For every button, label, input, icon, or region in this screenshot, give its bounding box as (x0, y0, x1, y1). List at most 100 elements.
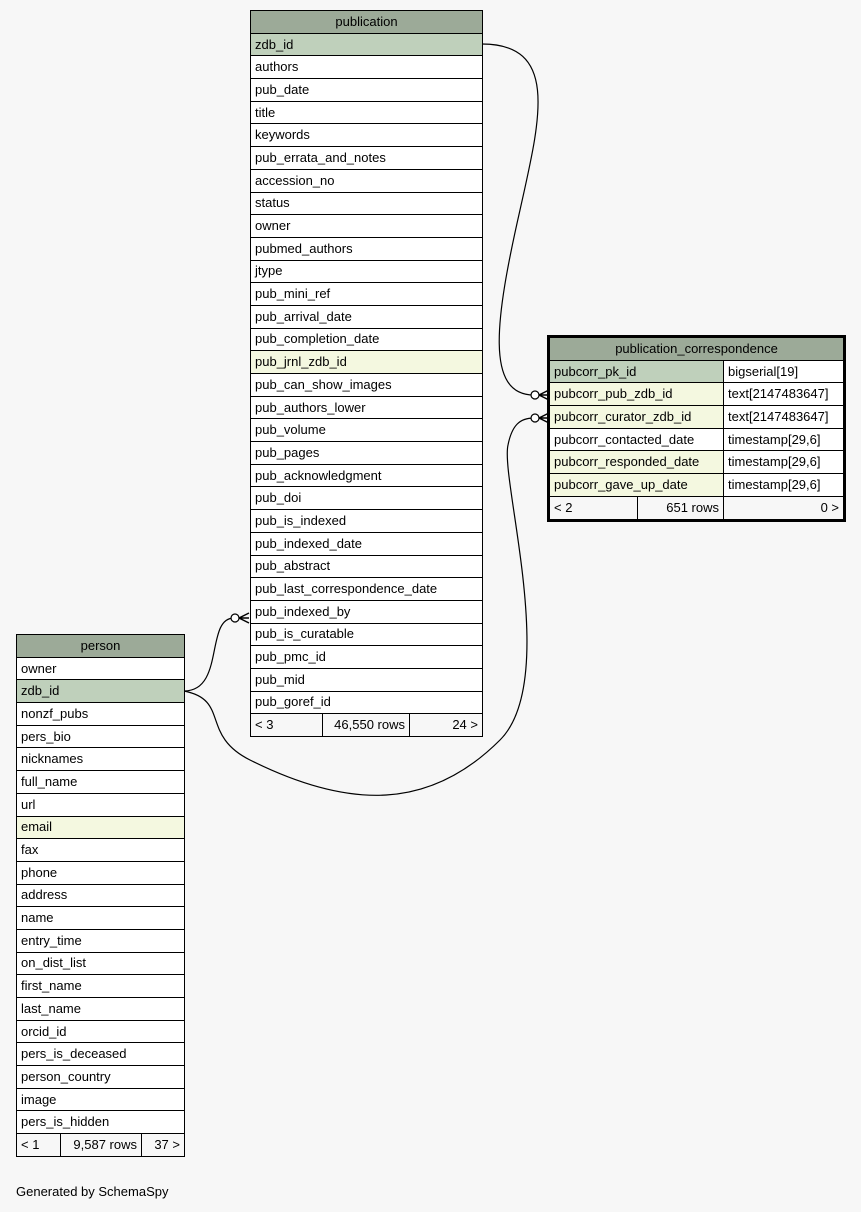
column-name: pubcorr_responded_date (549, 450, 724, 475)
column-name: pers_is_hidden (16, 1110, 185, 1135)
zero-or-many-marker-icon (530, 390, 540, 400)
column-row[interactable]: accession_no (250, 168, 483, 193)
column-row[interactable]: pub_acknowledgment (250, 463, 483, 488)
column-row[interactable]: orcid_id (16, 1019, 185, 1044)
column-row[interactable]: pers_is_deceased (16, 1042, 185, 1067)
row-count: 9,587 rows (60, 1133, 142, 1157)
column-row[interactable]: zdb_id (16, 679, 185, 704)
zero-or-many-marker-icon (230, 613, 240, 623)
column-row[interactable]: pub_mid (250, 667, 483, 692)
column-name: entry_time (16, 928, 185, 953)
column-name: pubcorr_gave_up_date (549, 473, 724, 497)
column-name: pub_date (250, 78, 483, 102)
column-row[interactable]: full_name (16, 770, 185, 794)
column-row[interactable]: pub_doi (250, 486, 483, 511)
parents-count[interactable]: < 2 (549, 495, 638, 520)
column-name: pub_is_indexed (250, 509, 483, 533)
column-row[interactable]: owner (16, 656, 185, 681)
column-row[interactable]: authors (250, 55, 483, 80)
children-count[interactable]: 24 > (409, 713, 483, 737)
column-name: pub_completion_date (250, 327, 483, 352)
column-row[interactable]: jtype (250, 259, 483, 284)
column-row[interactable]: pub_volume (250, 418, 483, 443)
column-name: pubmed_authors (250, 236, 483, 261)
column-row[interactable]: last_name (16, 997, 185, 1021)
column-row[interactable]: pub_pages (250, 441, 483, 465)
column-row[interactable]: pub_can_show_images (250, 373, 483, 397)
column-name: pub_can_show_images (250, 373, 483, 397)
column-row[interactable]: pers_bio (16, 724, 185, 749)
column-row[interactable]: pub_arrival_date (250, 304, 483, 329)
children-count[interactable]: 37 > (141, 1133, 185, 1157)
table-header-row: person (16, 634, 185, 658)
column-row[interactable]: first_name (16, 974, 185, 998)
column-name: full_name (16, 770, 185, 794)
column-row[interactable]: pub_is_curatable (250, 622, 483, 647)
parents-count[interactable]: < 1 (16, 1133, 61, 1157)
column-row[interactable]: pub_indexed_by (250, 599, 483, 624)
column-type: text[2147483647] (722, 405, 845, 429)
table-title[interactable]: publication (250, 10, 483, 34)
column-name: owner (16, 656, 185, 681)
column-name: person_country (16, 1065, 185, 1089)
column-row[interactable]: phone (16, 860, 185, 885)
column-row[interactable]: pub_goref_id (250, 690, 483, 715)
column-row[interactable]: pub_authors_lower (250, 395, 483, 420)
column-row[interactable]: pub_completion_date (250, 327, 483, 352)
column-row[interactable]: nicknames (16, 747, 185, 772)
column-row[interactable]: owner (250, 214, 483, 238)
column-row[interactable]: pub_mini_ref (250, 282, 483, 306)
column-row[interactable]: status (250, 191, 483, 216)
column-name: orcid_id (16, 1019, 185, 1044)
column-name: pubcorr_pk_id (549, 359, 724, 384)
column-row[interactable]: address (16, 883, 185, 908)
column-name: status (250, 191, 483, 216)
table-title[interactable]: person (16, 634, 185, 658)
column-row[interactable]: pub_date (250, 78, 483, 102)
column-row[interactable]: fax (16, 838, 185, 862)
column-name: accession_no (250, 168, 483, 193)
column-name: pers_is_deceased (16, 1042, 185, 1067)
table-title[interactable]: publication_correspondence (548, 337, 845, 361)
column-name: fax (16, 838, 185, 862)
column-row[interactable]: image (16, 1087, 185, 1112)
children-count[interactable]: 0 > (722, 495, 845, 520)
column-row[interactable]: keywords (250, 123, 483, 148)
column-row[interactable]: pubmed_authors (250, 236, 483, 261)
column-row[interactable]: pub_errata_and_notes (250, 146, 483, 170)
column-row[interactable]: pub_is_indexed (250, 509, 483, 533)
column-row[interactable]: on_dist_list (16, 951, 185, 976)
column-row[interactable]: nonzf_pubs (16, 702, 185, 726)
column-row[interactable]: url (16, 792, 185, 817)
column-name: zdb_id (16, 679, 185, 704)
column-name: jtype (250, 259, 483, 284)
column-row[interactable]: pers_is_hidden (16, 1110, 185, 1135)
column-name: name (16, 906, 185, 930)
column-row[interactable]: pub_indexed_date (250, 531, 483, 556)
column-row[interactable]: pub_pmc_id (250, 645, 483, 669)
column-row[interactable]: email (16, 815, 185, 840)
column-name: pub_pmc_id (250, 645, 483, 669)
column-row[interactable]: zdb_id (250, 32, 483, 57)
row-count: 46,550 rows (322, 713, 410, 737)
parents-count[interactable]: < 3 (250, 713, 323, 737)
relationship-pub-to-correspondence (481, 43, 539, 396)
column-row[interactable]: pub_abstract (250, 554, 483, 579)
column-row[interactable]: name (16, 906, 185, 930)
column-row[interactable]: entry_time (16, 928, 185, 953)
column-row[interactable]: pub_last_correspondence_date (250, 577, 483, 601)
column-row[interactable]: pub_jrnl_zdb_id (250, 350, 483, 374)
column-row[interactable]: title (250, 100, 483, 125)
column-name: pubcorr_contacted_date (549, 427, 724, 452)
column-row[interactable]: person_country (16, 1065, 185, 1089)
